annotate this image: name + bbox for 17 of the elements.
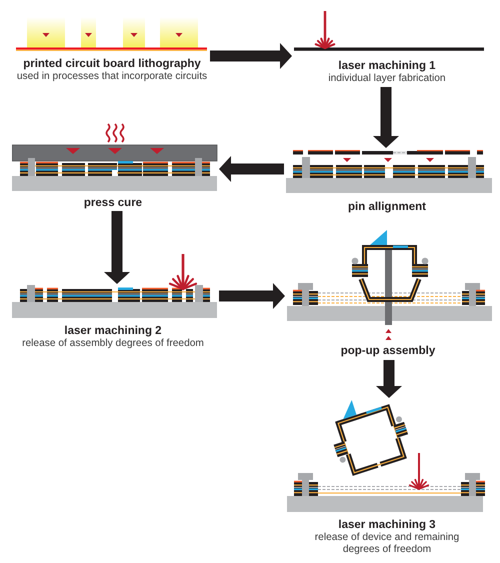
step-description: used in processes that incorporate circuits — [16, 71, 208, 83]
step-description: release of device and remaining degrees of freedom — [314, 532, 460, 556]
flow-arrow — [210, 43, 292, 69]
step-title: pin allignment — [348, 200, 426, 214]
step-title: printed circuit board lithography — [23, 57, 201, 71]
flow-arrow — [219, 283, 285, 309]
step-title: laser machining 1 — [338, 59, 436, 73]
flow-arrow — [219, 156, 284, 182]
step-title: pop-up assembly — [340, 344, 436, 358]
step-description: release of assembly degrees of freedom — [22, 338, 204, 350]
flow-arrow — [104, 211, 130, 284]
flow-arrow — [373, 87, 399, 148]
flow-arrow — [376, 360, 402, 398]
step-description: individual layer fabrication — [328, 73, 446, 85]
step-title: laser machining 3 — [338, 518, 436, 532]
step-title: press cure — [84, 196, 142, 210]
step-title: laser machining 2 — [64, 324, 162, 338]
